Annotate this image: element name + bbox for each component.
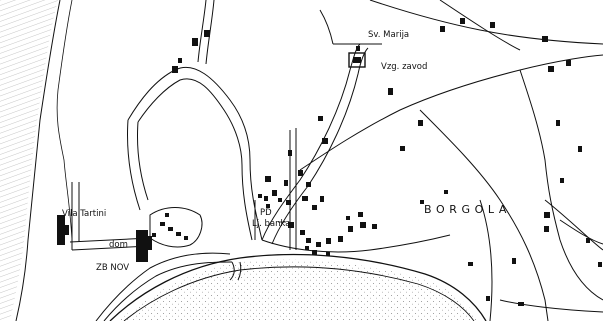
coastline-west-2 [56, 0, 73, 241]
sea-west [0, 0, 58, 321]
label-pd: PD [260, 208, 272, 218]
bay-shoreline-inner [123, 266, 475, 321]
map-labels: Sv. Marija Vzg. zavod BORGOLA Vila Tarti… [62, 30, 511, 273]
label-lj-banka: Lj. banka [252, 219, 290, 229]
bay-water [118, 259, 480, 321]
coastline-west [15, 0, 61, 321]
label-vzg-zavod: Vzg. zavod [381, 62, 427, 72]
roads [69, 0, 603, 321]
label-vila-tartini: Vila Tartini [62, 209, 106, 219]
buildings [57, 18, 602, 306]
label-sv-marija: Sv. Marija [368, 30, 409, 40]
label-borgola: BORGOLA [424, 203, 511, 216]
label-zb-nov: ZB NOV [96, 263, 129, 273]
bay-shoreline [109, 253, 487, 321]
label-dom: dom [109, 240, 128, 250]
